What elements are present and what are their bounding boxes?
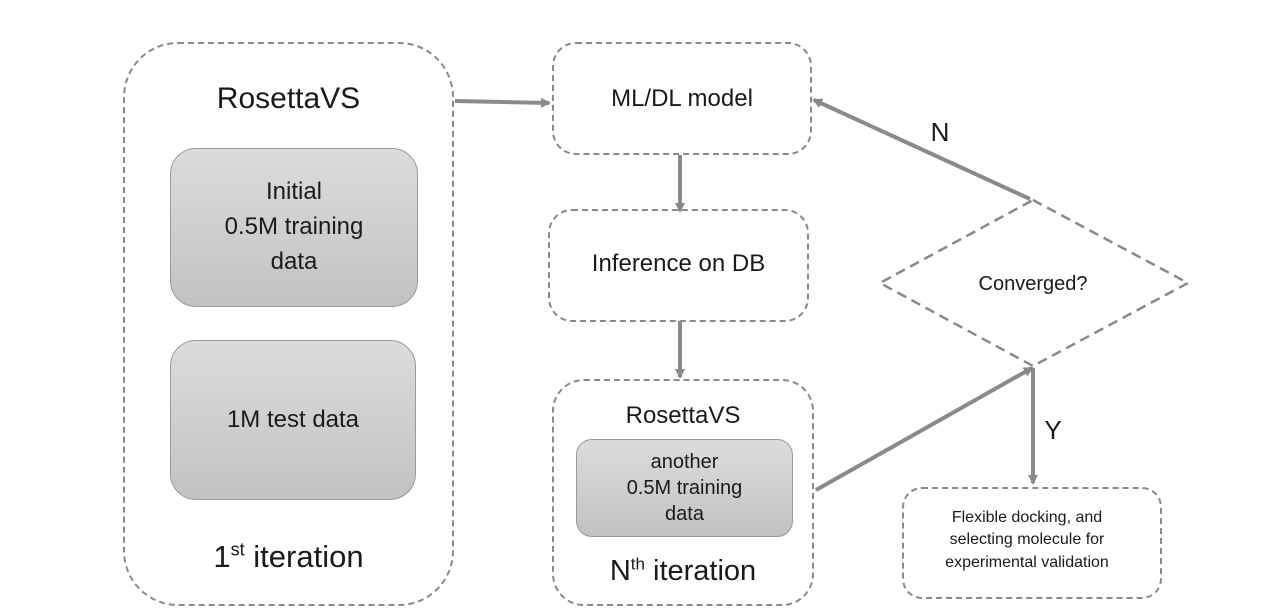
first-iteration-label-sup: st [230,539,245,560]
nth-iteration-title: RosettaVS [625,402,741,429]
ml-dl-model-box [552,42,812,155]
first-iteration-label-suffix: iteration [244,539,364,574]
another-training-data-box: another 0.5M training data [576,439,793,537]
first-iteration-label-prefix: 1 [213,539,231,574]
nth-iteration-label-prefix: N [609,555,631,587]
test-data-box: 1M test data [170,340,416,500]
converged-label: Converged? [978,273,1088,295]
yes-branch-label: Y [1044,415,1062,445]
nth-iteration-label: Nth iteration [552,553,814,589]
converged-decision-diamond [877,198,1191,368]
inference-box [548,209,809,322]
nth-iteration-group [552,379,814,606]
arrow-nth-to-decision [815,366,1034,492]
first-iteration-group [123,42,454,606]
first-iteration-label: 1st iteration [123,538,454,577]
nth-iteration-label-sup: th [630,554,645,574]
inference-label: Inference on DB [591,250,766,277]
initial-training-data-box: Initial 0.5M training data [170,148,418,307]
no-branch-label: N [930,117,950,147]
arrow-decision-no-to-model [812,98,1031,201]
first-iteration-title: RosettaVS [216,82,361,115]
nth-iteration-label-suffix: iteration [644,555,757,587]
arrow-rosetta-to-model [454,97,551,108]
ml-dl-model-label: ML/DL model [611,85,753,112]
flexible-docking-box [902,487,1162,599]
flexible-docking-label: Flexible docking, and selecting molecule… [945,509,1109,571]
